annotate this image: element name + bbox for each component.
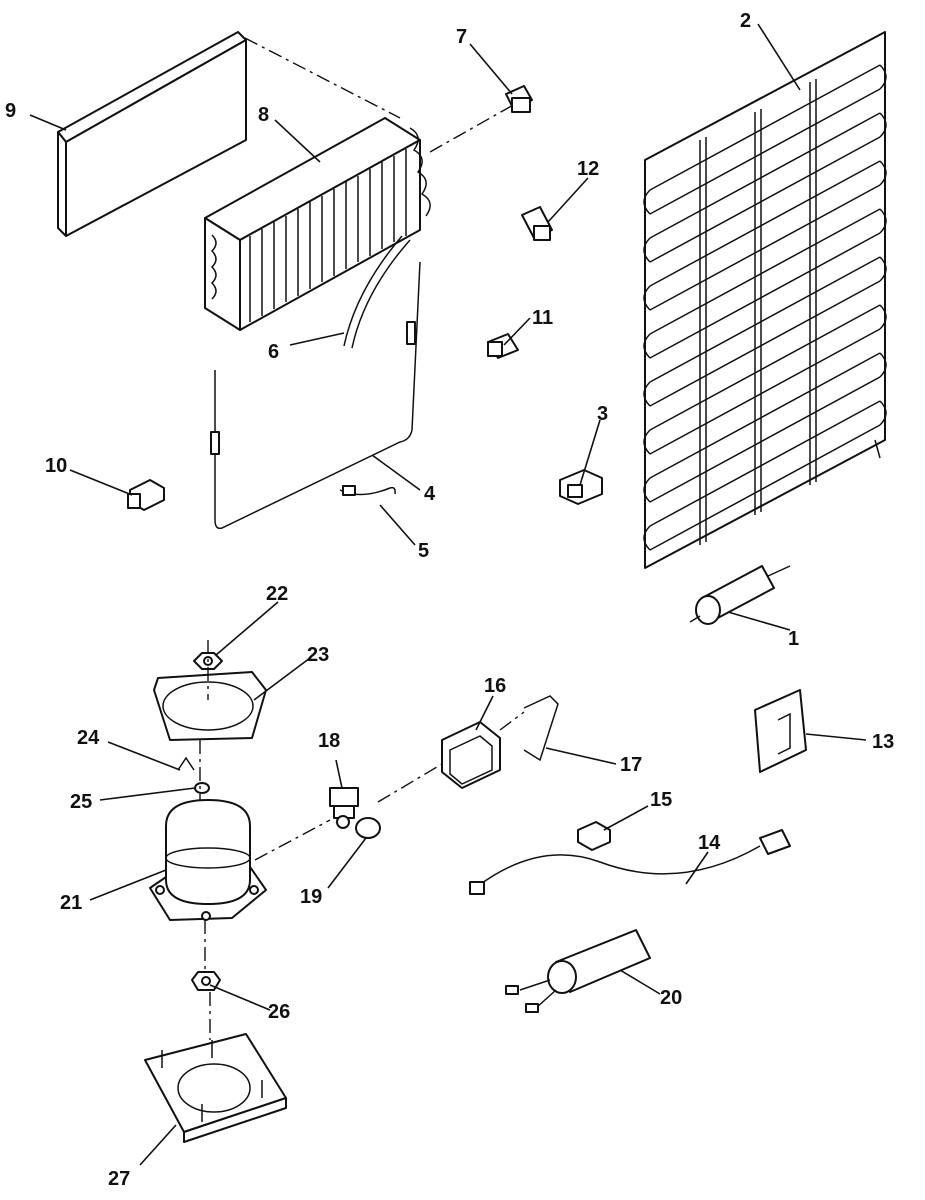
label-part-8: 8	[258, 104, 269, 126]
label-part-21: 21	[60, 892, 82, 914]
part-16-cover	[441, 721, 501, 789]
part-17-wire-clip	[523, 695, 559, 762]
label-part-15: 15	[650, 789, 672, 811]
part-5-clamp	[339, 485, 396, 496]
part-10-clip	[127, 479, 165, 511]
label-part-5: 5	[418, 540, 429, 562]
part-3-bracket	[559, 469, 603, 505]
label-part-3: 3	[597, 403, 608, 425]
label-part-26: 26	[268, 1001, 290, 1023]
label-part-13: 13	[872, 731, 894, 753]
label-part-2: 2	[740, 10, 751, 32]
label-part-16: 16	[484, 675, 506, 697]
part-23-drain-pan	[153, 671, 267, 741]
label-part-4: 4	[424, 483, 436, 505]
part-12-clip	[521, 206, 553, 241]
label-part-11: 11	[532, 307, 553, 329]
label-part-24: 24	[77, 727, 100, 749]
label-part-19: 19	[300, 886, 322, 908]
label-part-18: 18	[318, 730, 340, 752]
part-1-drier	[689, 565, 791, 625]
part-27-base-plate	[144, 1033, 287, 1143]
label-part-22: 22	[266, 583, 288, 605]
label-part-12: 12	[577, 158, 599, 180]
label-part-17: 17	[620, 754, 642, 776]
part-4-capillary-tube	[210, 261, 421, 530]
part-18-relay	[329, 787, 359, 829]
part-13-bracket	[754, 689, 807, 773]
part-15-connector	[577, 821, 611, 851]
leader-lines	[29, 23, 867, 1166]
label-part-25: 25	[70, 791, 92, 813]
label-part-27: 27	[108, 1168, 130, 1190]
part-21-compressor	[149, 799, 267, 921]
part-19-overload	[355, 817, 381, 839]
part-9-cover-panel	[57, 31, 247, 237]
part-20-capacitor	[505, 929, 651, 1013]
label-part-7: 7	[456, 26, 467, 48]
part-2-evaporator	[643, 31, 887, 569]
label-part-14: 14	[698, 832, 721, 854]
part-7-clip	[505, 85, 533, 113]
part-25-washer	[194, 782, 210, 794]
part-6-tube	[343, 235, 411, 349]
part-11-clip	[487, 333, 519, 359]
part-14-harness	[469, 829, 791, 895]
label-part-1: 1	[788, 628, 799, 650]
part-24-clip	[177, 756, 195, 771]
part-8-condenser-coil	[204, 117, 431, 331]
label-part-23: 23	[307, 644, 329, 666]
part-number-labels: 1 2 3 4 5 6 7 8 9 10 11 12 13 14 15 16 1…	[5, 10, 894, 1190]
label-part-9: 9	[5, 100, 16, 122]
label-part-10: 10	[45, 455, 67, 477]
label-part-6: 6	[268, 341, 279, 363]
label-part-20: 20	[660, 987, 682, 1009]
